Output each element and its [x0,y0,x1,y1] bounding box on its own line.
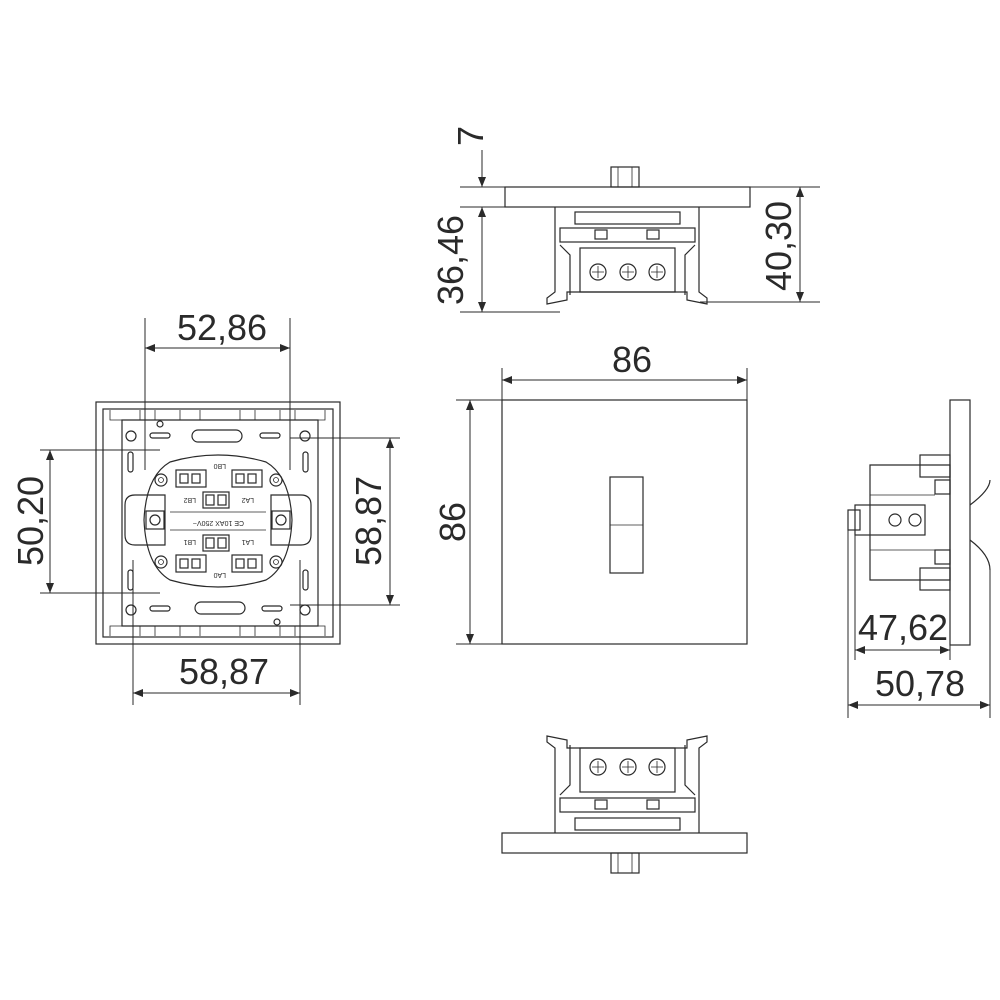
label-la2: LA2 [241,496,254,503]
label-rating: CE 10AX 250V~ [193,519,244,526]
label-la0: LA0 [213,571,226,578]
label-lb1: LB1 [183,538,196,545]
dim-top-plate: 7 [450,126,491,146]
dim-side-inner: 47,62 [858,607,948,648]
dim-top-depth-right: 40,30 [758,201,799,291]
dim-rear-height-right: 58,87 [348,476,389,566]
side-view [847,399,991,646]
label-la1: LA1 [241,538,254,545]
side-dimensions: 47,62 50,78 [847,530,991,718]
dim-side-outer: 50,78 [875,663,965,704]
top-dimensions: 7 36,46 40,30 [430,126,820,313]
label-lb2: LB2 [183,496,196,503]
top-view [504,166,751,305]
dim-rear-width-top: 52,86 [177,307,267,348]
rear-view: LB0 LB2 LA2 CE 10AX 250V~ LB1 LA1 LA0 [95,401,341,645]
dim-top-depth-left: 36,46 [430,215,471,305]
dim-rear-height-left: 50,20 [10,476,51,566]
dim-front-height: 86 [432,502,473,542]
dim-front-width: 86 [612,339,652,380]
label-lb0: LB0 [213,462,226,469]
dim-rear-width-bottom: 58,87 [179,651,269,692]
rear-dimensions: 52,86 50,20 58,87 58,87 [10,307,400,705]
front-view [501,399,748,645]
bottom-view [501,735,748,874]
front-dimensions: 86 86 [432,339,748,645]
